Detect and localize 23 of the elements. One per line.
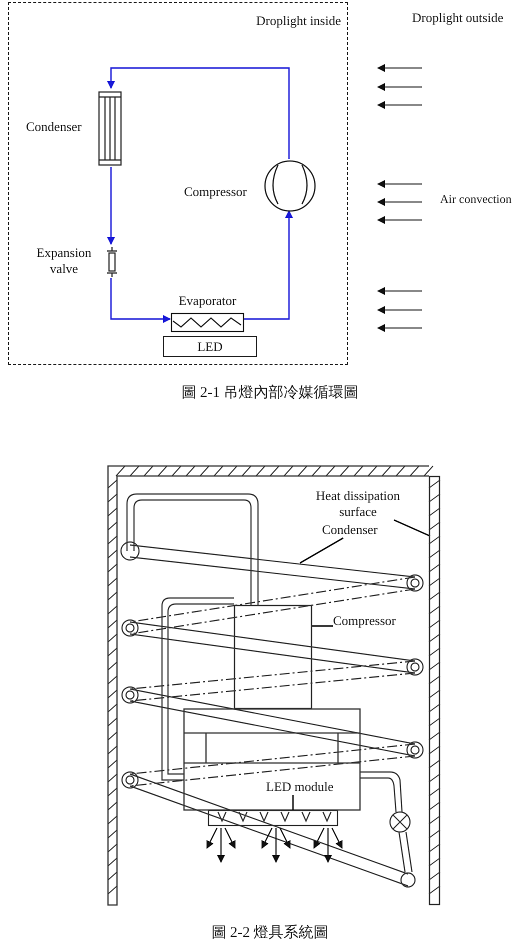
- dashed-boundary: [8, 2, 348, 365]
- flow-arrow: [107, 67, 290, 159]
- leader-line: [394, 519, 431, 537]
- component-label: Evaporator: [178, 293, 238, 309]
- figure-caption: 圖 2-2 燈具系統圖: [210, 924, 330, 942]
- region-heading: Droplight outside: [412, 10, 504, 26]
- component-label: Condenser: [322, 522, 379, 538]
- flow-arrow: [110, 278, 171, 323]
- led-box: LED: [163, 336, 257, 357]
- leader-line: [299, 537, 344, 564]
- figure-caption: 圖 2-1 吊燈內部冷媒循環圖: [180, 384, 360, 402]
- component-label: LED module: [266, 779, 335, 795]
- annotation-text: Air convection: [440, 192, 513, 207]
- component-label: Compressor: [184, 184, 248, 200]
- flow-arrow: [243, 210, 293, 320]
- component-label: Expansion valve: [36, 245, 92, 277]
- flow-arrow: [107, 167, 115, 245]
- component-label: Compressor: [333, 613, 397, 629]
- component-label: Heat dissipation surface: [314, 488, 402, 520]
- component-label: Condenser: [26, 119, 83, 135]
- region-heading: Droplight inside: [255, 13, 341, 29]
- leader-line: [292, 795, 294, 810]
- leader-line: [312, 625, 333, 627]
